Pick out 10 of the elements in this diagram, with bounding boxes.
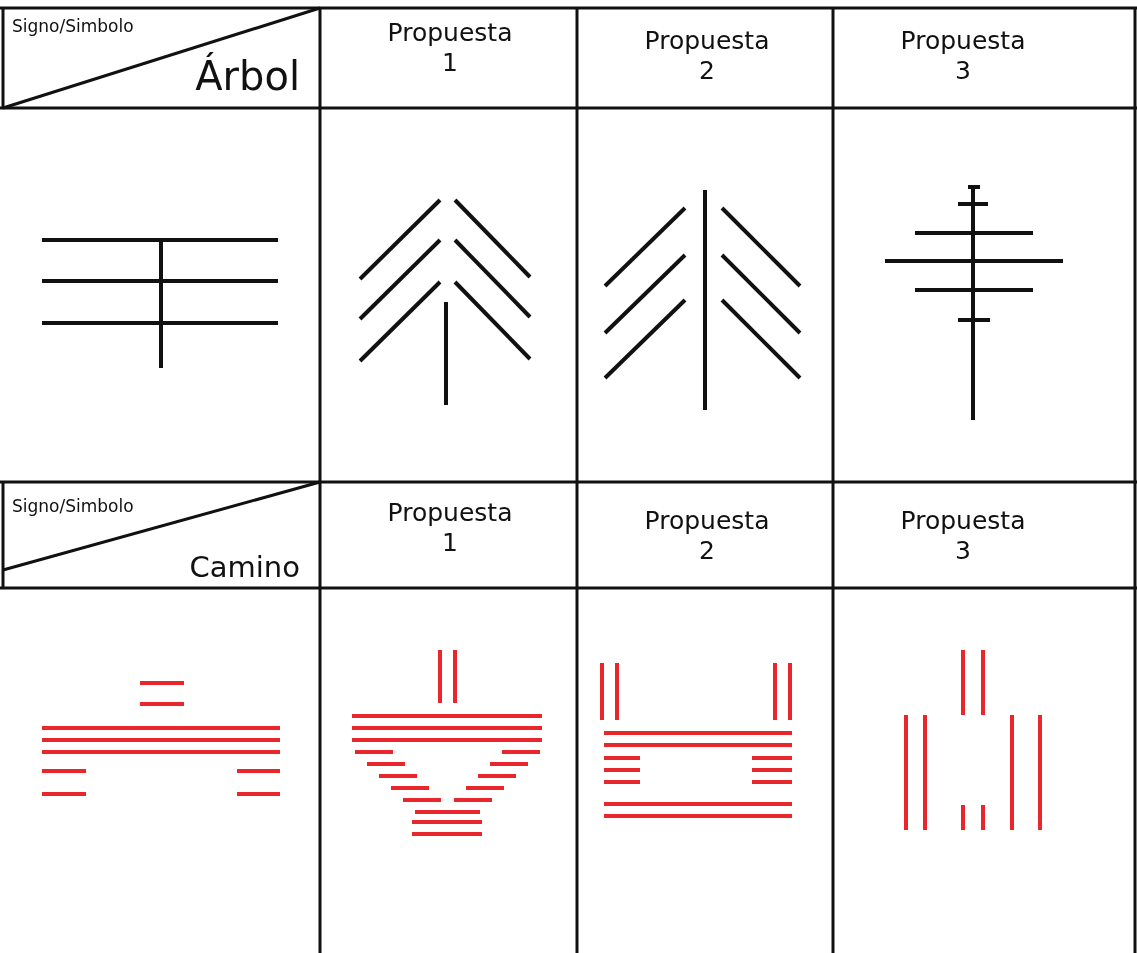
row-header-text: Signo/Simbolo [12, 16, 135, 37]
column-header: Propuesta 3 [899, 506, 1027, 566]
column-header: Propuesta 1 [386, 498, 514, 558]
row-header-text: Camino [188, 550, 300, 585]
column-header: Propuesta 1 [386, 18, 514, 78]
row-header-text: Signo/Simbolo [12, 496, 135, 517]
column-header: Propuesta 2 [643, 26, 771, 86]
column-header: Propuesta 3 [899, 26, 1027, 86]
row-header-text: Árbol [194, 52, 300, 100]
column-header: Propuesta 2 [643, 506, 771, 566]
